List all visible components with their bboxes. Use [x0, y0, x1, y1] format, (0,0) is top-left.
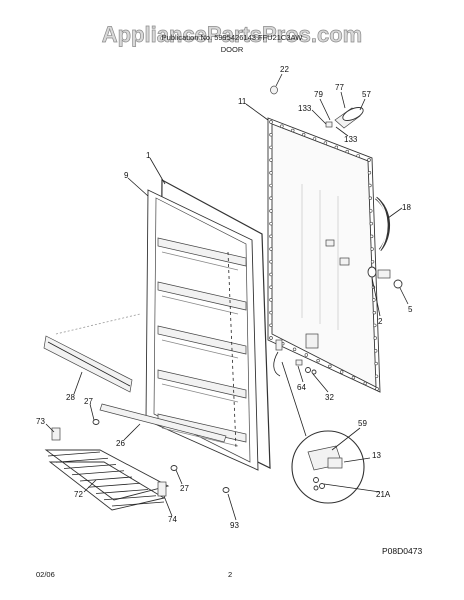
callout-77: 77 — [335, 83, 344, 92]
callout-11: 11 — [238, 97, 247, 106]
door-liner — [145, 178, 271, 471]
shelf-bar — [99, 403, 227, 443]
door-panel-screw-holes — [269, 120, 379, 391]
callout-21A: 21A — [376, 490, 391, 499]
callout-5: 5 — [408, 305, 413, 314]
callout-1: 1 — [146, 151, 151, 160]
callout-79: 79 — [314, 90, 323, 99]
callout-18: 18 — [402, 203, 411, 212]
outer-door-panel — [267, 117, 381, 393]
callout-133-lower: 133 — [344, 135, 358, 144]
callout-93: 93 — [230, 521, 239, 530]
callout-74: 74 — [168, 515, 177, 524]
hinge-detail-circle — [281, 361, 365, 504]
callout-133-upper: 133 — [298, 104, 312, 113]
diagram-code: P08D0473 — [382, 546, 422, 556]
liner-shelves — [157, 237, 247, 447]
callout-27-upper: 27 — [84, 397, 93, 406]
footer-page-number: 2 — [228, 570, 232, 579]
callout-57: 57 — [362, 90, 371, 99]
callout-9: 9 — [124, 171, 129, 180]
callout-64: 64 — [297, 383, 306, 392]
callout-27-lower: 27 — [180, 484, 189, 493]
basket-wires — [47, 451, 165, 507]
callout-59: 59 — [358, 419, 367, 428]
callout-13: 13 — [372, 451, 381, 460]
callout-73: 73 — [36, 417, 45, 426]
bottom-hinge-hardware — [273, 339, 317, 377]
callout-28: 28 — [66, 393, 75, 402]
lock-assembly — [325, 239, 403, 289]
screws — [92, 419, 230, 493]
wire-basket — [44, 427, 170, 511]
section-title: DOOR — [221, 45, 244, 54]
leader-lines — [45, 73, 409, 521]
footer-date: 02/06 — [36, 570, 55, 579]
callout-32: 32 — [325, 393, 334, 402]
shelf-rail — [43, 335, 133, 393]
top-hinge-hardware — [270, 85, 364, 129]
callout-2: 2 — [378, 317, 383, 326]
callout-26: 26 — [116, 439, 125, 448]
door-handle — [375, 196, 391, 251]
watermark: AppliancePartsPros.com — [102, 22, 362, 47]
callout-labels: 22 77 79 57 11 133 133 1 9 18 5 2 64 32 … — [36, 65, 413, 530]
publication-header: Publication No. 5995426143 FFU21C3AW — [162, 33, 304, 42]
callout-72: 72 — [74, 490, 83, 499]
callout-22: 22 — [280, 65, 289, 74]
